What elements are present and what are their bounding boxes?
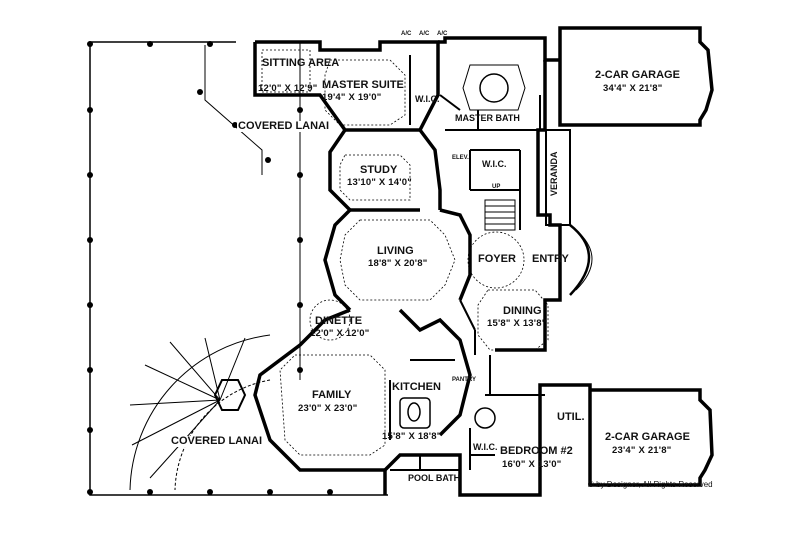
veranda-label: VERANDA — [549, 151, 559, 196]
veranda — [545, 129, 571, 226]
master-suite-dims: 19'4" X 19'0" — [322, 92, 382, 103]
garage-bottom-dims: 23'4" X 21'8" — [612, 445, 672, 456]
master-bath-label: MASTER BATH — [455, 113, 520, 123]
wic-bed-label: W.I.C. — [473, 442, 498, 452]
lanai-boundary — [89, 41, 388, 496]
foyer-label: FOYER — [478, 253, 516, 265]
stairs — [484, 199, 516, 231]
study-dims: 13'10" X 14'0" — [347, 177, 412, 188]
bedroom2-name: BEDROOM #2 — [500, 445, 573, 457]
family-name: FAMILY — [312, 389, 352, 401]
sitting-area-name: SITTING AREA — [262, 57, 340, 69]
wic-master-label: W.I.C. — [415, 94, 440, 104]
bedroom2-dims: 16'0" X 13'0" — [502, 459, 562, 470]
sitting-area-dims: 12'0" X 12'9" — [258, 83, 318, 94]
bottom-garage — [588, 388, 714, 487]
pantry-label: PANTRY — [452, 377, 476, 383]
interior-walls — [389, 55, 545, 471]
pool-bath-label: POOL BATH — [408, 473, 461, 483]
top-garage — [558, 26, 714, 127]
ac-label-3: A/C — [437, 31, 448, 37]
garage-top-name: 2-CAR GARAGE — [595, 69, 680, 81]
living-name: LIVING — [377, 245, 414, 257]
living-dims: 18'8" X 20'8" — [368, 258, 428, 269]
util-label: UTIL. — [557, 411, 585, 423]
dining-name: DINING — [503, 305, 542, 317]
ceiling-outlines — [261, 49, 549, 456]
upper-lanai-edge — [204, 45, 263, 175]
kitchen-dims: 15'8" X 18'8" — [382, 431, 442, 442]
garage-top-dims: 34'4" X 21'8" — [603, 83, 663, 94]
stairs-up-label: UP — [492, 184, 501, 190]
kitchen-name: KITCHEN — [392, 381, 441, 393]
master-tub — [462, 64, 526, 111]
dinette-name: DINETTE — [315, 315, 363, 327]
wic-hall-label: W.I.C. — [482, 159, 507, 169]
entry-bay — [569, 224, 593, 296]
lanai-posts — [87, 41, 333, 495]
master-suite-name: MASTER SUITE — [322, 79, 404, 91]
dining-dims: 15'8" X 13'8" — [487, 318, 547, 329]
family-dims: 23'0" X 23'0" — [298, 403, 358, 414]
entry-label: ENTRY — [532, 253, 569, 265]
kitchen-island — [399, 397, 496, 429]
ac-label-1: A/C — [401, 31, 412, 37]
curved-lanai — [129, 334, 271, 491]
garage-bottom-name: 2-CAR GARAGE — [605, 431, 690, 443]
covered-lanai-bottom-label: COVERED LANAI — [170, 435, 264, 447]
elevator-label: ELEV. — [452, 155, 469, 161]
ac-label-2: A/C — [419, 31, 430, 37]
dinette-dims: 12'0" X 12'0" — [310, 328, 370, 339]
copyright-text: © by Designer, All Rights Reserved — [588, 480, 713, 489]
covered-lanai-top-label: COVERED LANAI — [237, 120, 331, 132]
study-name: STUDY — [360, 164, 398, 176]
